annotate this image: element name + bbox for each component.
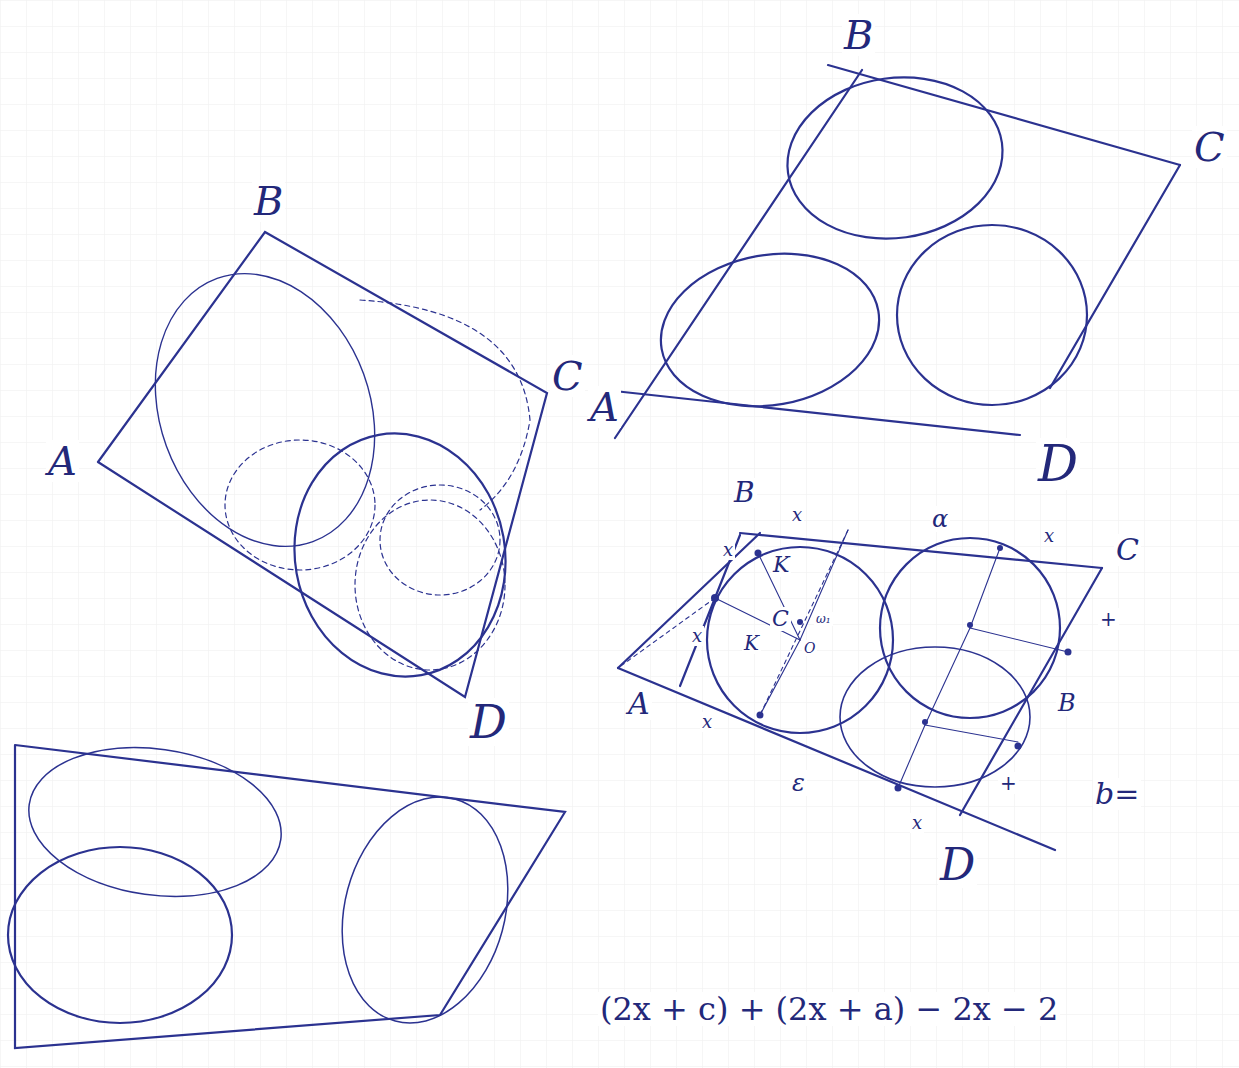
sketch-illustration-stroke bbox=[8, 64, 1180, 1048]
figure-four-stroke bbox=[8, 847, 232, 1023]
figure-three-stroke-stroke bbox=[970, 628, 1068, 652]
formula: (2x + c) + (2x + a) − 2x − 2 bbox=[598, 992, 1060, 1026]
figure-two-stroke bbox=[777, 64, 1013, 253]
figure-three-stroke-stroke bbox=[618, 598, 715, 668]
segment-label: x bbox=[700, 712, 714, 732]
segment-mark: + bbox=[1098, 608, 1119, 630]
segment-label: x bbox=[790, 505, 804, 525]
figure-three-stroke-stroke bbox=[922, 719, 928, 725]
figure-three-stroke-stroke bbox=[997, 545, 1003, 551]
figure-two-stroke bbox=[1050, 165, 1180, 388]
vertex-label: A bbox=[626, 688, 652, 720]
vertex-label: C bbox=[1114, 534, 1141, 566]
angle-label: α bbox=[930, 506, 950, 532]
figure-four-stroke bbox=[15, 745, 565, 1048]
figure-three-stroke-stroke bbox=[800, 530, 848, 640]
figure-three-stroke-stroke bbox=[967, 622, 973, 628]
figure-two-stroke bbox=[649, 237, 892, 423]
figure-four-stroke bbox=[19, 732, 291, 912]
figure-three-stroke-stroke bbox=[925, 725, 1018, 742]
vertex-label: A bbox=[588, 386, 621, 428]
figure-two-stroke bbox=[897, 225, 1087, 405]
vertex-label: A bbox=[46, 440, 79, 482]
formula: b= bbox=[1093, 778, 1141, 810]
figure-three-stroke-stroke bbox=[898, 725, 925, 788]
figure-one bbox=[98, 232, 547, 697]
vertex-label: C bbox=[1192, 126, 1227, 168]
figure-three-stroke bbox=[707, 547, 893, 733]
figure-one-stroke bbox=[118, 243, 411, 578]
figure-three-stroke-stroke bbox=[925, 628, 970, 725]
figure-one-stroke-stroke bbox=[225, 440, 375, 570]
vertex-label: B bbox=[732, 478, 757, 508]
figure-one-stroke bbox=[98, 232, 547, 697]
figure-three-stroke-stroke bbox=[895, 785, 902, 792]
figure-one-stroke-stroke bbox=[380, 485, 500, 595]
vertex-label: B bbox=[252, 180, 285, 222]
figure-three-stroke-stroke bbox=[1015, 743, 1022, 750]
figure-one-stroke bbox=[225, 300, 530, 670]
figure-three-stroke-stroke bbox=[755, 550, 762, 557]
figure-three-stroke-stroke bbox=[970, 548, 1000, 628]
vertex-label: B bbox=[842, 14, 875, 56]
vertex-label: D bbox=[938, 842, 977, 888]
figure-three-stroke bbox=[840, 647, 1030, 787]
figure-three-stroke bbox=[880, 538, 1060, 718]
figure-three-stroke-stroke bbox=[711, 594, 719, 602]
figure-two-stroke bbox=[615, 70, 862, 438]
figure-one-stroke-stroke bbox=[355, 500, 505, 670]
figure-three-stroke bbox=[618, 530, 1068, 788]
point-label: K bbox=[742, 632, 761, 654]
figure-three-stroke bbox=[618, 668, 1055, 850]
figure-three-stroke-stroke bbox=[758, 553, 800, 640]
segment-label: x bbox=[910, 813, 924, 833]
figure-four-stroke bbox=[318, 778, 532, 1042]
figure-three bbox=[618, 530, 1102, 850]
figure-three-stroke-stroke bbox=[757, 712, 764, 719]
point-label: K bbox=[771, 553, 791, 577]
center-label: O bbox=[802, 640, 817, 656]
figure-one-stroke-stroke bbox=[360, 300, 530, 510]
figure-three-stroke-stroke bbox=[1065, 649, 1072, 656]
segment-label: x bbox=[721, 540, 735, 560]
figure-three-stroke bbox=[711, 545, 1072, 792]
segment-label: x bbox=[1042, 526, 1056, 546]
figure-three-stroke bbox=[618, 533, 760, 668]
figure-three-stroke-stroke bbox=[760, 640, 800, 715]
vertex-label: C bbox=[550, 355, 585, 397]
vertex-label: D bbox=[468, 698, 509, 746]
circle-label: ω₁ bbox=[814, 612, 833, 626]
figure-four bbox=[8, 732, 565, 1048]
segment-label: x bbox=[690, 626, 704, 646]
angle-label: ε bbox=[790, 770, 807, 796]
point-label: C bbox=[770, 607, 791, 631]
segment-mark: + bbox=[998, 772, 1019, 794]
vertex-label: D bbox=[1036, 438, 1080, 490]
figure-one-stroke bbox=[275, 417, 524, 694]
segment-label: B bbox=[1056, 690, 1078, 716]
figure-three-stroke-stroke bbox=[797, 619, 803, 625]
figure-three-stroke-stroke bbox=[760, 530, 848, 715]
figure-two bbox=[605, 64, 1180, 438]
